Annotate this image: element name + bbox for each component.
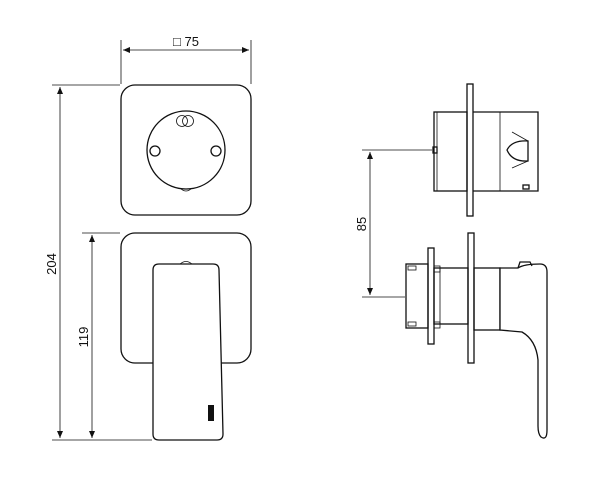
lever-handle [152, 263, 224, 441]
offset-dimension-label: 85 [354, 217, 369, 231]
indicator-ring-right [182, 115, 194, 127]
upper-screw-top [432, 146, 438, 154]
lower-rear-connector [405, 263, 429, 329]
lever-top-cap [517, 261, 533, 269]
front-view: □ 75 204 119 [44, 34, 252, 441]
screw-right [210, 145, 222, 157]
screw-left [149, 145, 161, 157]
indicator-ring-left [176, 115, 188, 127]
side-view: 85 [354, 83, 548, 439]
upper-knob-pointer [506, 140, 529, 162]
upper-side-knob [473, 111, 539, 192]
total-height-label: 204 [44, 253, 59, 275]
lower-front-plate [467, 232, 475, 364]
lower-mixer-body [433, 267, 469, 325]
upper-square-plate [120, 84, 252, 216]
upper-side-plate [466, 83, 474, 217]
lower-height-label: 119 [76, 327, 91, 348]
diverter-cartridge-circle [146, 110, 226, 190]
lower-lever-profile [499, 263, 548, 439]
brand-logo-mark [208, 405, 214, 421]
lower-rear-flange [427, 247, 435, 345]
lever-handle-top-notch [179, 261, 193, 265]
cartridge-bottom-nub [180, 188, 192, 192]
upper-side-body [433, 111, 468, 192]
lower-handle-hub [473, 267, 501, 331]
width-dimension-label: □ 75 [173, 34, 199, 49]
upper-screw-bottom [522, 184, 530, 190]
